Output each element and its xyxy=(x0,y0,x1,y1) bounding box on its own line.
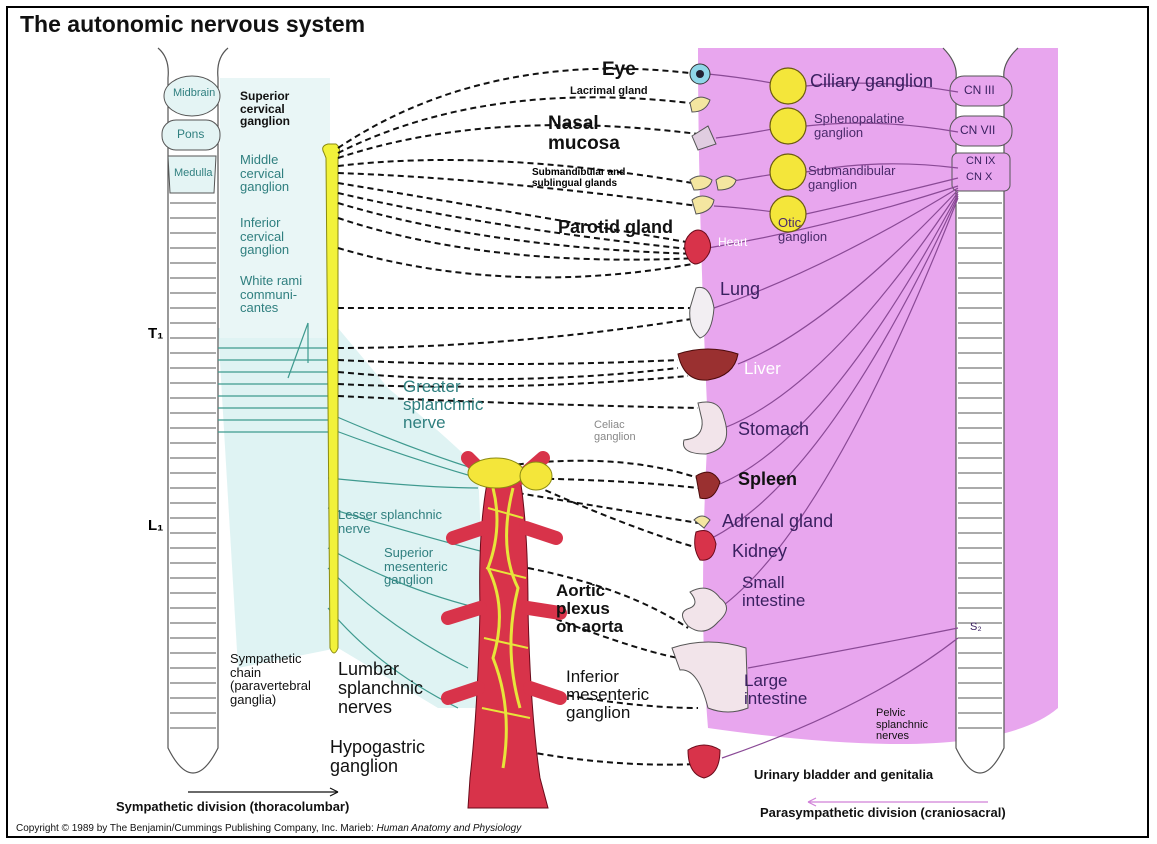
cn9-label: CN IX xyxy=(966,156,995,168)
otic-ganglion-label: Otic ganglion xyxy=(778,216,827,243)
sympathetic-fiber xyxy=(338,368,678,379)
liver-label: Liver xyxy=(744,360,781,378)
copyright-text: Copyright © 1989 by The Benjamin/Cumming… xyxy=(16,823,377,834)
eye-label: Eye xyxy=(602,60,636,80)
middle-cervical-label: Middle cervical ganglion xyxy=(240,153,289,194)
ciliary-ganglion-label: Ciliary ganglion xyxy=(810,72,933,91)
sphenopalatine-label: Sphenopalatine ganglion xyxy=(814,112,904,139)
bladder-shape xyxy=(688,745,720,778)
sympathetic-division-label: Sympathetic division (thoracolumbar) xyxy=(116,800,349,814)
stomach-shape xyxy=(683,402,726,454)
diagram-frame: The autonomic nervous system Midbrain Po… xyxy=(6,6,1149,838)
superior-cervical-label: Superior cervical ganglion xyxy=(240,90,290,128)
lesser-splanchnic-label: Lesser splanchnic nerve xyxy=(338,508,442,535)
bladder-label: Urinary bladder and genitalia xyxy=(754,768,933,782)
parasympathetic-division-label: Parasympathetic division (craniosacral) xyxy=(760,806,1006,820)
superior-mesenteric-label: Superior mesenteric ganglion xyxy=(384,546,448,587)
white-rami-label: White rami communi- cantes xyxy=(240,274,302,315)
aortic-plexus-label: Aortic plexus on aorta xyxy=(556,582,623,636)
page-title: The autonomic nervous system xyxy=(20,12,365,36)
greater-splanchnic-label: Greater splanchnic nerve xyxy=(403,378,483,432)
nasal-mucosa-label: Nasal mucosa xyxy=(548,114,620,154)
lung-label: Lung xyxy=(720,280,760,299)
sympathetic-fiber xyxy=(338,160,698,184)
left-spinal-cord xyxy=(158,48,228,773)
medulla-label: Medulla xyxy=(174,168,213,180)
inferior-mesenteric-label: Inferior mesenteric ganglion xyxy=(566,668,649,722)
sympathetic-fiber xyxy=(338,125,698,158)
submandibular-ganglion-label: Submandibular ganglion xyxy=(808,164,895,191)
inferior-cervical-label: Inferior cervical ganglion xyxy=(240,216,289,257)
copyright: Copyright © 1989 by The Benjamin/Cumming… xyxy=(16,824,521,835)
sympathetic-fiber xyxy=(338,173,698,206)
cn10-label: CN X xyxy=(966,172,992,184)
sphenopalatine-ganglion-shape xyxy=(770,108,806,144)
midbrain-label: Midbrain xyxy=(173,88,215,100)
sympathetic-fiber xyxy=(338,360,678,364)
spleen-label: Spleen xyxy=(738,470,797,489)
t1-label: T₁ xyxy=(148,326,163,342)
parotid-label: Parotid gland xyxy=(558,218,673,237)
lacrimal-label: Lacrimal gland xyxy=(570,86,648,98)
hypogastric-label: Hypogastric ganglion xyxy=(330,738,425,776)
pelvic-splanchnic-label: Pelvic splanchnic nerves xyxy=(876,708,928,743)
cn3-label: CN III xyxy=(964,84,995,97)
sympathetic-fiber xyxy=(338,69,698,148)
cn7-label: CN VII xyxy=(960,124,995,137)
sympathetic-fiber xyxy=(338,318,698,348)
l1-label: L₁ xyxy=(148,518,163,534)
kidney-label: Kidney xyxy=(732,542,787,561)
submandibular-ganglion-shape xyxy=(770,154,806,190)
heart-label: Heart xyxy=(718,236,747,249)
ciliary-ganglion-shape xyxy=(770,68,806,104)
copyright-book: Human Anatomy and Physiology xyxy=(377,823,522,834)
celiac-label: Celiac ganglion xyxy=(594,420,636,443)
small-intestine-label: Small intestine xyxy=(742,574,805,610)
sympathetic-chain-label: Sympathetic chain (paravertebral ganglia… xyxy=(230,652,311,707)
large-intestine-shape xyxy=(672,642,748,712)
adrenal-label: Adrenal gland xyxy=(722,512,833,531)
sympathetic-fiber xyxy=(338,376,688,387)
pons-label: Pons xyxy=(177,128,204,141)
celiac-ganglion xyxy=(468,458,524,488)
submandibular-glands-label: Submandibular and sublingual glands xyxy=(532,168,625,189)
large-intestine-label: Large intestine xyxy=(744,672,807,708)
s2-label: S₂ xyxy=(970,622,982,634)
stomach-label: Stomach xyxy=(738,420,809,439)
superior-mesenteric-ganglion xyxy=(520,462,552,490)
lumbar-splanchnic-label: Lumbar splanchnic nerves xyxy=(338,660,423,717)
